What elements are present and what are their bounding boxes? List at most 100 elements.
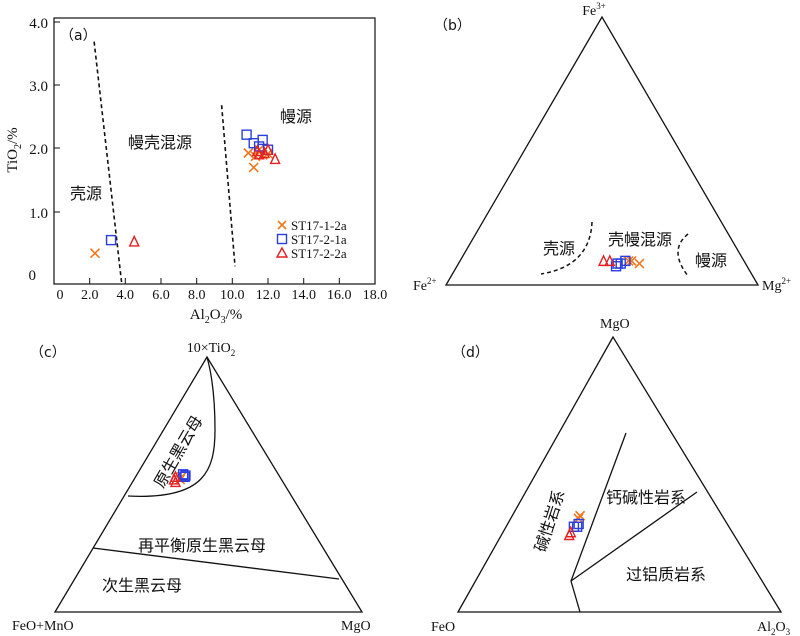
ytick-label: 3.0 (29, 79, 48, 95)
field-label-crust: 壳源 (70, 184, 102, 203)
panel-c-boundary-secondary (92, 547, 340, 580)
field-boundary-line (93, 41, 123, 285)
panel-b-boundary-crust (540, 221, 593, 275)
cross-stroke (573, 513, 584, 524)
data-point-cross (573, 513, 584, 524)
field-label-mantle-crust-mix: 幔壳混源 (128, 133, 192, 152)
xtick-label: 18.0 (363, 288, 388, 303)
panel-d-boundary-peraluminous (570, 491, 698, 582)
field-label-calc-alkaline: 钙碱性岩系 (606, 488, 686, 507)
data-point-cross (89, 248, 101, 259)
panel-a-label: （a） (60, 28, 97, 44)
legend-marker-square (276, 233, 288, 245)
panel-d-points (563, 510, 586, 541)
data-point-triangle (169, 470, 182, 483)
xtick-label-zero: 0 (57, 288, 64, 303)
panel-b-label: （b） (434, 18, 471, 34)
cross-stroke (243, 147, 254, 159)
xtick-label: 12.0 (256, 288, 281, 303)
legend-marker-cross (277, 220, 287, 230)
panel-d-apex-right: Al2O3 (757, 620, 791, 636)
cross-stroke (89, 248, 101, 259)
panel-a-yaxis (54, 21, 60, 213)
panel-b-triangle (444, 15, 760, 286)
field-label-mantle: 幔源 (695, 251, 727, 270)
data-point-triangle (269, 152, 281, 165)
data-point-square (177, 469, 189, 480)
ytick-label: 4.0 (29, 16, 48, 32)
field-label-reequilibrated-biotite: 再平衡原生黑云母 (138, 536, 266, 555)
data-point-square (257, 134, 268, 146)
xtick-label: 14.0 (291, 288, 316, 303)
data-point-triangle (128, 234, 140, 247)
panel-b-apex-right: Mg2+ (762, 276, 791, 294)
legend: ST17-1-2a ST17-2-1a ST17-2-2a (275, 218, 347, 261)
xtick-label: 8.0 (188, 288, 206, 303)
cross-stroke (634, 258, 645, 269)
panel-d: （d） MgO FeO Al2O3 碱性岩系 钙碱性岩系 过铝质岩系 (431, 317, 791, 636)
panel-c-apex-top: 10×TiO2 (187, 341, 235, 358)
cross-stroke (626, 255, 637, 266)
cross-stroke (248, 162, 259, 173)
data-point-triangle (251, 144, 263, 157)
panel-c-apex-left: FeO+MnO (12, 619, 74, 634)
panel-b-boundary-mantle (677, 233, 689, 277)
panel-a-xaxis (89, 278, 340, 284)
field-label-secondary-biotite: 次生黑云母 (102, 576, 182, 595)
panel-b-apex-top: Fe3+ (582, 1, 606, 19)
panel-d-apex-top: MgO (600, 317, 630, 332)
data-point-triangle (565, 525, 577, 538)
panel-c-label: （c） (30, 345, 66, 361)
panel-d-label: （d） (452, 345, 489, 361)
panel-d-apex-left: FeO (431, 620, 455, 635)
panel-d-triangle (456, 335, 783, 613)
panel-c-points (168, 469, 191, 488)
field-boundary-line (220, 105, 236, 267)
data-point-cross (575, 510, 586, 521)
xtick-label: 10.0 (220, 288, 245, 303)
panel-c-triangle (53, 355, 364, 613)
ytick-label: 1.0 (29, 206, 48, 222)
data-point-square (620, 255, 631, 267)
panel-a: （a） 4.0 3.0 2.0 1.0 0 0 2.0 4.0 6.0 8.0 (5, 16, 387, 326)
panel-a-frame (53, 17, 376, 285)
field-label-peraluminous: 过铝质岩系 (626, 565, 706, 584)
legend-label: ST17-1-2a (291, 218, 347, 233)
field-label-mantle: 幔源 (280, 107, 312, 126)
panel-a-ylabel: TiO2/% (5, 127, 24, 172)
data-point-triangle (258, 146, 271, 159)
data-point-square (105, 234, 117, 246)
panel-b-apex-left: Fe2+ (413, 276, 437, 294)
data-point-square (179, 471, 190, 483)
panel-c: （c） 10×TiO2 FeO+MnO MgO 原生黑云母 再平衡原生黑云母 次… (12, 341, 371, 634)
field-label-crust-mantle-mix: 壳幔混源 (608, 230, 672, 249)
data-point-square (180, 470, 191, 481)
data-point-square (573, 518, 584, 530)
xtick-label: 2.0 (81, 288, 99, 303)
legend-label: ST17-2-1a (291, 232, 347, 247)
xtick-label: 16.0 (327, 288, 352, 303)
data-point-triangle (604, 254, 616, 267)
cross-stroke (575, 510, 586, 521)
legend-label: ST17-2-2a (291, 246, 347, 261)
data-point-cross (248, 162, 259, 173)
panel-c-boundary-primary (127, 356, 216, 497)
panel-b-points (597, 254, 645, 272)
data-point-triangle (597, 254, 610, 267)
ytick-label: 2.0 (29, 142, 48, 158)
ytick-label-zero: 0 (29, 268, 37, 284)
xtick-label: 4.0 (117, 288, 135, 303)
panel-a-boundaries (93, 41, 236, 285)
data-point-cross (634, 258, 645, 269)
panel-a-points (89, 129, 281, 259)
panel-c-apex-right: MgO (341, 619, 371, 634)
xtick-label: 6.0 (152, 288, 170, 303)
data-point-cross (243, 147, 254, 159)
data-point-triangle (262, 143, 274, 155)
data-point-cross (626, 255, 637, 266)
field-label-alkaline: 碱性岩系 (531, 487, 569, 554)
legend-marker-triangle (275, 246, 289, 258)
panel-a-xlabel: Al2O3/% (190, 307, 243, 326)
data-point-square (241, 129, 252, 140)
